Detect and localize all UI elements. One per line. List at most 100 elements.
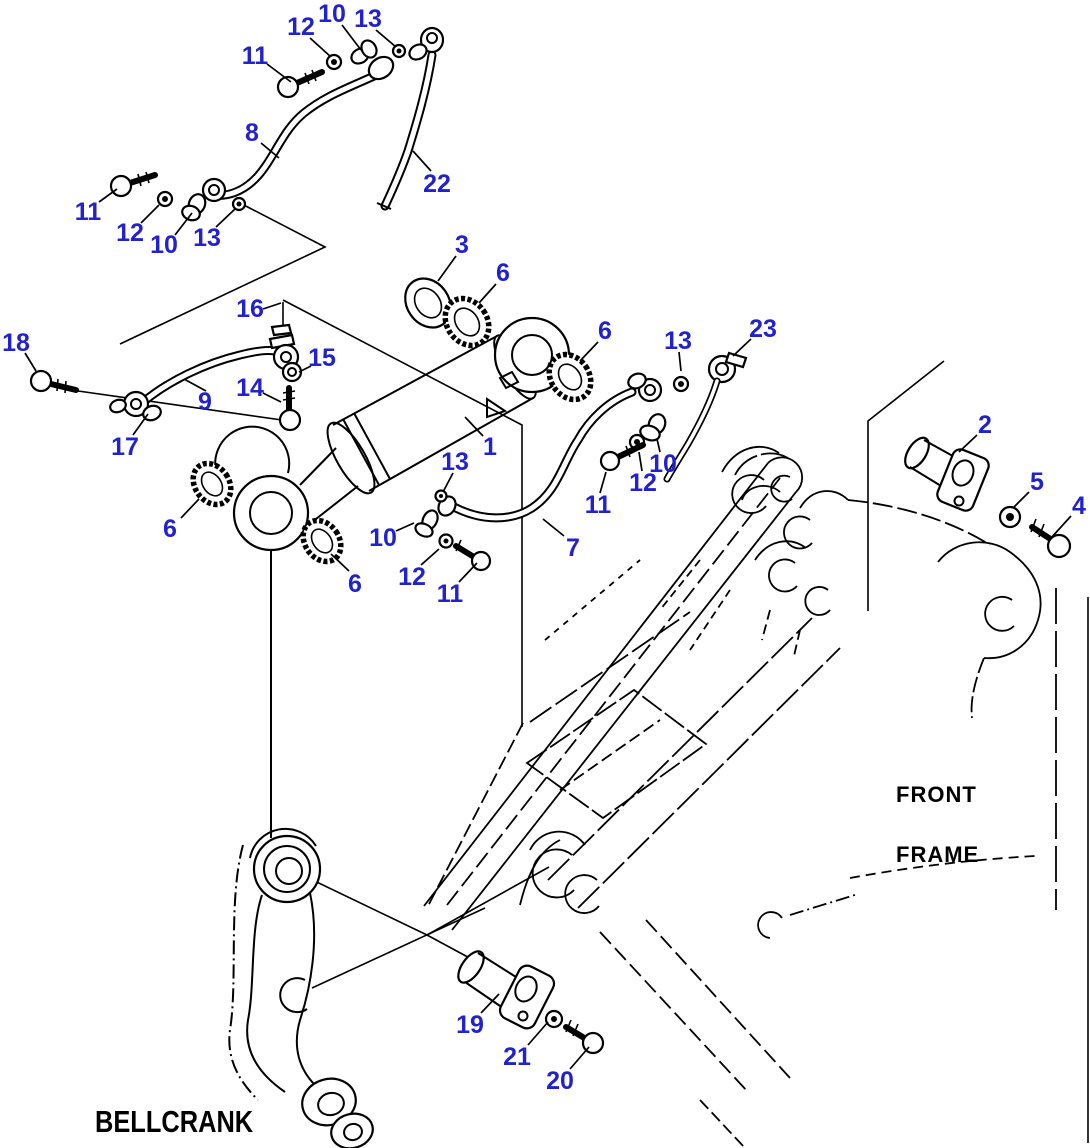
callout-number-6: 6 [163, 515, 177, 543]
cylinder-collar-band [353, 412, 391, 480]
cylinder-wedge-mark [486, 397, 508, 419]
leader-line-15 [298, 365, 312, 373]
frame-top-beam [847, 499, 991, 546]
bellcrank-centerline [228, 844, 259, 1101]
bellcrank-leader-4 [311, 907, 486, 989]
leader-line-12 [140, 204, 160, 224]
bellcrank-bottom-boss [330, 1112, 374, 1148]
bolt-11-left-thread [145, 171, 150, 184]
callout-number-6: 6 [496, 259, 510, 287]
tube-8-banjo-hole [208, 184, 220, 196]
bolt-18-thread [56, 378, 59, 392]
callout-number-14: 14 [236, 374, 264, 402]
leader-line-20 [569, 1046, 590, 1070]
leader-line-16 [262, 302, 282, 310]
banjo-23-hole [715, 362, 729, 376]
leader-line-17 [132, 413, 149, 436]
leader-line-13 [442, 472, 454, 493]
bolt-11-top-shaft [294, 69, 325, 86]
ring-6-d-inner [310, 528, 334, 554]
frame-cross-member [525, 688, 708, 820]
frame-lug-a-hole [783, 515, 813, 550]
frame-bottom-curve [849, 855, 1036, 879]
frame-lower-beam [699, 1099, 746, 1148]
pin-19-end [457, 950, 485, 984]
frame-lower-beam [645, 919, 791, 1079]
boundary-lines [77, 201, 945, 989]
washer-12-top-hole [331, 59, 337, 65]
pin-2-assembly [904, 436, 1072, 559]
bolt-14-head [278, 408, 302, 432]
washer-13-top-hole [396, 48, 402, 54]
v-arrow-line [119, 201, 327, 345]
tube-8-fitting [367, 55, 395, 81]
frame-beam2-edge [547, 617, 813, 881]
frame-lug-c-hole [564, 874, 600, 914]
leader-line-10 [174, 212, 193, 236]
bolt-4-thread [1038, 523, 1045, 538]
bellcrank-leader-1 [299, 873, 428, 936]
bolt-11-top-thread [304, 72, 310, 85]
bellcrank-art [228, 827, 374, 1148]
bolt-14-thread [282, 397, 296, 401]
nut-15 [281, 361, 303, 383]
frame-lug-c-hole [531, 848, 575, 899]
frame-lug-b-hole [768, 558, 798, 593]
callout-number-7: 7 [566, 534, 580, 562]
leader-line-18 [24, 352, 37, 372]
detail-boundary-left [282, 299, 523, 727]
bolt-11-right-shaft [615, 442, 646, 460]
frame-hidden-line [793, 629, 801, 657]
pin-2-flange-hole [951, 459, 975, 487]
front-frame-line1: FRONT [896, 782, 977, 807]
leader-line-6 [579, 341, 599, 362]
tube-8 [209, 73, 377, 198]
leader-line-6 [478, 283, 497, 304]
callout-number-21: 21 [503, 1043, 531, 1071]
ring-3-inner [413, 287, 443, 319]
nut-15-hole [287, 367, 297, 377]
banjo-23-bolt [724, 351, 748, 369]
bolt-20-shaft [563, 1024, 589, 1042]
bolt-11-right-thread [625, 445, 631, 458]
callout-number-15: 15 [308, 344, 336, 372]
pin-19-flange-hole [514, 975, 538, 1003]
bolt-11-left-shaft [127, 172, 158, 186]
leader-line-6 [180, 498, 200, 519]
leader-line-1 [464, 416, 484, 437]
leader-line-10 [341, 24, 362, 51]
callout-number-3: 3 [455, 231, 469, 259]
washer-12-left-hole [162, 196, 168, 202]
hose-22-banjo-hole [426, 32, 438, 44]
callout-number-10: 10 [150, 231, 178, 259]
frame-hatch [659, 559, 701, 611]
frame-beam1-edge [451, 491, 797, 931]
callout-number-17: 17 [111, 433, 139, 461]
callout-number-10: 10 [369, 524, 397, 552]
frame-arc [734, 452, 789, 476]
leader-line-8 [260, 142, 280, 159]
hose-22-banjo [419, 26, 445, 54]
frame-centerline [789, 893, 859, 916]
bolt-11-bottom-thread [455, 539, 462, 552]
frame-edge-line [529, 611, 691, 723]
bolt-11-left-thread [137, 173, 142, 187]
front-frame-label: FRONT FRAME [896, 780, 979, 870]
fitting-17-elbow [142, 404, 162, 422]
front-frame-art [423, 445, 1089, 1148]
pin-19-body [477, 952, 517, 978]
callout-number-18: 18 [2, 329, 30, 357]
bolt-4-shaft [1029, 524, 1055, 543]
leader-line-13 [215, 208, 236, 228]
frame-hidden-line [761, 609, 771, 641]
fitting-17-hole [130, 398, 142, 410]
frame-arc [741, 484, 781, 501]
bellcrank-middle-hole [279, 977, 308, 1014]
callout-number-13: 13 [354, 5, 382, 33]
frame-lug-a [799, 490, 849, 509]
cylinder-base-eye-rim [214, 425, 291, 486]
frame-right-lug-hole [984, 595, 1015, 632]
hose-7-banjo-hole [644, 384, 656, 396]
